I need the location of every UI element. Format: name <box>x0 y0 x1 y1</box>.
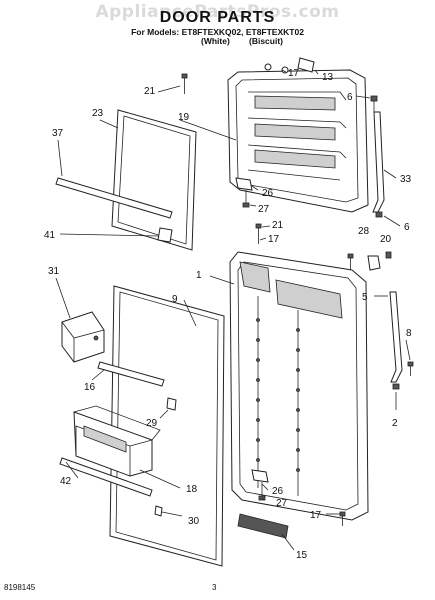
door-rail-16[interactable] <box>97 361 165 387</box>
callout-6-top: 6 <box>347 92 353 103</box>
dairy-door[interactable] <box>61 311 105 363</box>
callout-17-middle: 17 <box>268 234 280 245</box>
clip-29[interactable] <box>166 397 177 411</box>
fresh-food-door[interactable] <box>229 251 369 521</box>
callout-16: 16 <box>84 382 96 393</box>
callout-18: 18 <box>186 484 198 495</box>
callout-8: 8 <box>406 328 412 339</box>
callout-21-middle: 21 <box>272 220 284 231</box>
diagram-title: DOOR PARTS <box>159 9 276 26</box>
freezer-door[interactable] <box>227 63 369 213</box>
callout-9: 9 <box>172 294 178 305</box>
callout-1: 1 <box>196 270 202 281</box>
nameplate-15[interactable] <box>237 513 289 539</box>
callout-2: 2 <box>392 418 398 429</box>
screw-6-lower[interactable] <box>385 251 392 259</box>
callout-20: 20 <box>380 234 392 245</box>
callout-15: 15 <box>296 550 308 561</box>
bottom-trim-42[interactable] <box>59 457 153 497</box>
callout-6-bottom: 6 <box>404 222 410 233</box>
callout-31: 31 <box>48 266 60 277</box>
callout-29: 29 <box>146 418 158 429</box>
callout-5: 5 <box>362 292 368 303</box>
clip-20[interactable] <box>367 255 381 271</box>
callouts: 21 17 13 6 23 19 37 26 27 33 21 17 6 41 … <box>44 68 412 561</box>
screw-21-middle[interactable] <box>255 223 262 244</box>
screw-21-top[interactable] <box>181 73 188 94</box>
callout-17-top: 17 <box>288 68 300 79</box>
watermark: AppliancePartsPros.com <box>95 2 340 22</box>
callout-42: 42 <box>60 476 72 487</box>
leader-lines <box>55 69 411 551</box>
callout-13: 13 <box>322 72 334 83</box>
variant-biscuit: (Biscuit) <box>249 36 283 46</box>
variant-white: (White) <box>201 36 230 46</box>
callout-28: 28 <box>358 226 370 237</box>
callout-19: 19 <box>178 112 190 123</box>
door-bin[interactable] <box>73 405 161 477</box>
freezer-handle[interactable] <box>370 95 385 218</box>
freezer-trim-strip[interactable] <box>55 177 173 219</box>
callout-37: 37 <box>52 128 64 139</box>
freezer-gasket[interactable] <box>111 109 197 251</box>
callout-17-bottom: 17 <box>310 510 322 521</box>
clip-30[interactable] <box>154 505 163 517</box>
diagram-code: 8198145 <box>4 583 36 592</box>
screw-28[interactable] <box>347 253 354 270</box>
callout-27-top: 27 <box>258 204 270 215</box>
callout-41: 41 <box>44 230 56 241</box>
hinge-cover[interactable] <box>297 57 315 73</box>
callout-30: 30 <box>188 516 200 527</box>
callout-27-bottom: 27 <box>276 498 288 509</box>
callout-23: 23 <box>92 108 104 119</box>
callout-33: 33 <box>400 174 412 185</box>
callout-26-bottom: 26 <box>272 486 284 497</box>
clip-41[interactable] <box>157 227 173 243</box>
fresh-food-gasket[interactable] <box>109 285 225 567</box>
callout-26-top: 26 <box>262 188 274 199</box>
fresh-food-handle[interactable] <box>389 291 414 390</box>
hinge-upper[interactable] <box>235 177 253 208</box>
shelf-dimples <box>256 318 300 472</box>
callout-21-top: 21 <box>144 86 156 97</box>
page-number: 3 <box>212 583 217 592</box>
models-line: For Models: ET8FTEXKQ02, ET8FTEXKT02 <box>131 27 304 37</box>
